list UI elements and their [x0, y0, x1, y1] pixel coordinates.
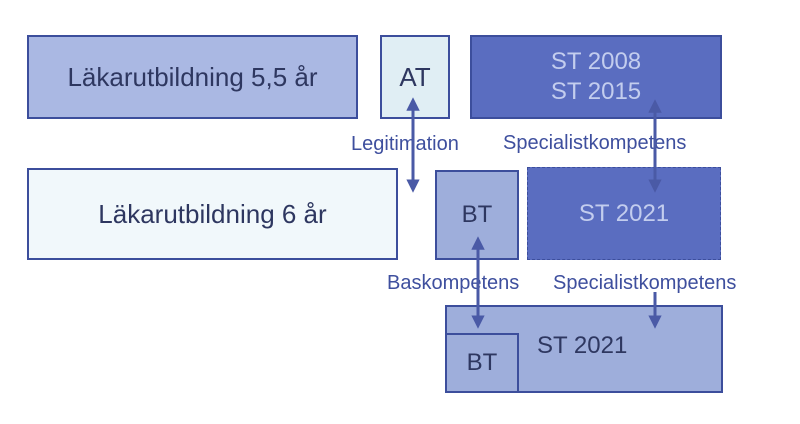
- specialistkompetens-bottom-label: Specialistkompetens: [553, 272, 737, 294]
- lakarutbildning-6-label: Läkarutbildning 6 år: [98, 198, 327, 229]
- bt-label-row3: BT: [466, 349, 498, 376]
- lakarutbildning-55-box: Läkarutbildning 5,5 år: [27, 35, 358, 119]
- st-2015-label: ST 2015: [550, 78, 642, 105]
- st-2008-2015-box: ST 2008 ST 2015: [470, 35, 722, 119]
- at-label: AT: [399, 61, 431, 92]
- lakarutbildning-55-label: Läkarutbildning 5,5 år: [67, 61, 318, 92]
- bt-label-row2: BT: [461, 201, 493, 228]
- st-2008-label: ST 2008: [550, 48, 642, 75]
- st-2021-label-row3: ST 2021: [537, 332, 628, 359]
- st-2021-label-row2: ST 2021: [578, 199, 670, 227]
- lakarutbildning-6-box: Läkarutbildning 6 år: [27, 168, 398, 260]
- legitimation-label: Legitimation: [351, 133, 459, 155]
- bt-box-row2: BT: [435, 170, 519, 260]
- specialistkompetens-top-label: Specialistkompetens: [503, 132, 687, 154]
- st-2021-box-row2: ST 2021: [527, 167, 721, 260]
- bt-box-row3: BT: [445, 333, 519, 393]
- baskompetens-label: Baskompetens: [387, 272, 520, 294]
